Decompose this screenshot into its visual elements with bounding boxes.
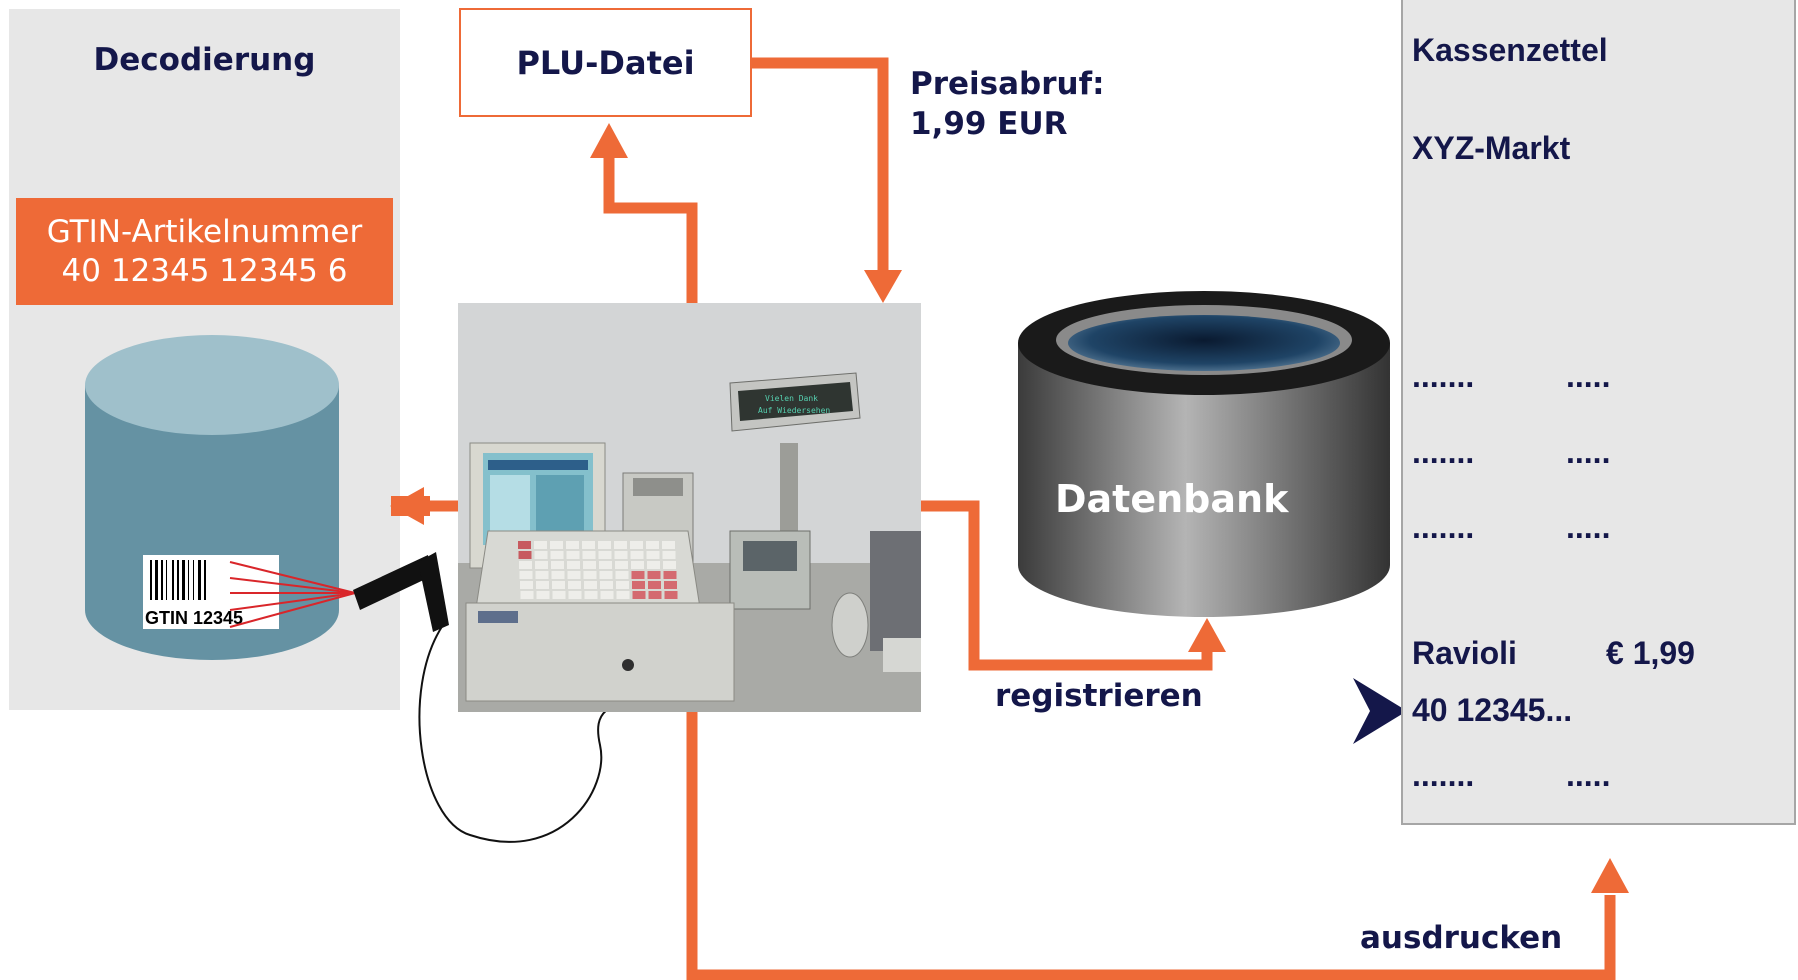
pos-terminal-image: Vielen Dank Auf Wiedersehen — [458, 303, 921, 712]
barcode-bars — [150, 560, 206, 600]
receipt-row-name: ....... — [1412, 509, 1475, 545]
gtin-label: GTIN-Artikelnummer — [46, 213, 363, 250]
receipt-row-price: € 1,99 — [1606, 635, 1695, 671]
receipt-row-price: ..... — [1566, 509, 1611, 545]
gtin-number: 40 12345 12345 6 — [61, 252, 348, 289]
receipt-row-price: ..... — [1566, 434, 1611, 470]
decode-title: Decodierung — [93, 42, 316, 78]
plu-file-box: PLU-Datei — [459, 8, 752, 117]
receipt-row-name: ....... — [1412, 757, 1475, 793]
register-label: registrieren — [995, 678, 1203, 714]
handheld-scanner — [831, 592, 869, 658]
print-label: ausdrucken — [1360, 920, 1563, 956]
receipt-row-name: ....... — [1412, 358, 1475, 394]
price-lookup-label: Preisabruf: — [910, 66, 1105, 102]
display-text-2: Auf Wiedersehen — [758, 406, 830, 415]
receipt-store: XYZ-Markt — [1412, 130, 1571, 166]
barcode-text: GTIN 12345 — [145, 608, 243, 628]
display-text-1: Vielen Dank — [765, 394, 818, 403]
receipt-row-price: ..... — [1566, 757, 1611, 793]
gtin-article-number-box: GTIN-Artikelnummer 40 12345 12345 6 — [16, 198, 393, 305]
pos-keys — [518, 541, 678, 599]
plu-label: PLU-Datei — [516, 43, 695, 82]
receipt-row-name: Ravioli — [1412, 635, 1517, 671]
price-value: 1,99 EUR — [910, 106, 1068, 142]
price-lookup-text: Preisabruf: 1,99 EUR — [910, 64, 1104, 144]
receipt-title: Kassenzettel — [1412, 32, 1608, 68]
database-label: Datenbank — [1055, 477, 1289, 521]
flow-arrows — [390, 57, 1629, 980]
receipt-row-price: ..... — [1566, 358, 1611, 394]
scanner-beams — [229, 561, 356, 628]
receipt-row-name: 40 12345... — [1412, 692, 1573, 728]
receipt-pointer-icon — [1353, 678, 1407, 744]
side-printer — [870, 531, 921, 651]
receipt: Kassenzettel XYZ-Markt ....... ..... ...… — [1401, 0, 1796, 825]
receipt-row-name: ....... — [1412, 434, 1475, 470]
database-cylinder — [1018, 291, 1390, 617]
